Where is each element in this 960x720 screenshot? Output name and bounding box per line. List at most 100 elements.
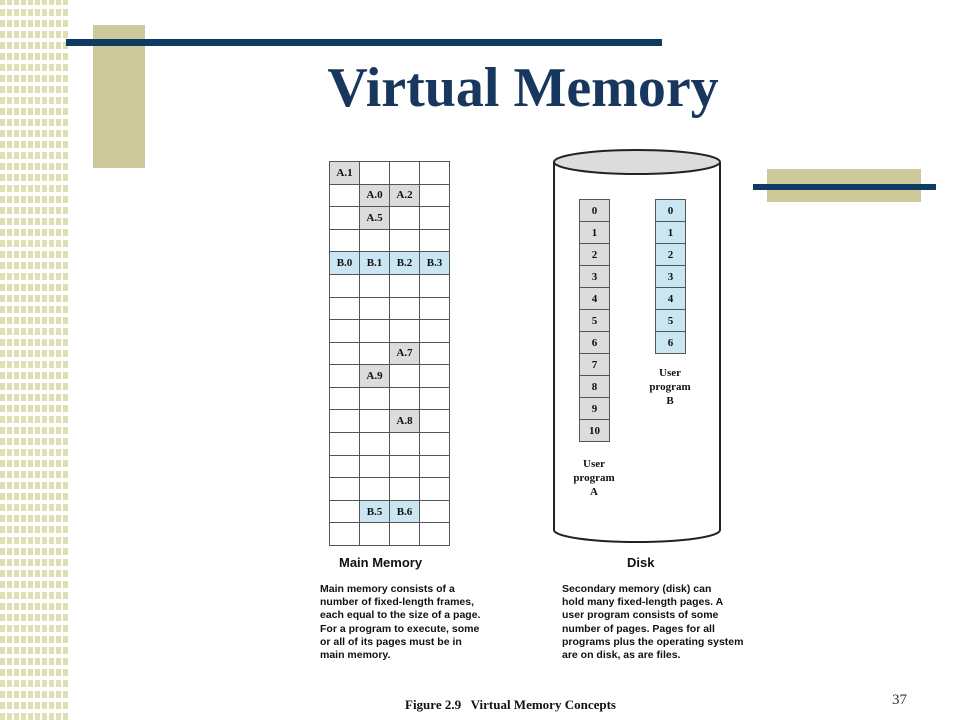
memory-frame-empty [360,387,390,411]
memory-frame-empty [330,410,360,434]
memory-frame-empty [390,523,420,546]
program-b-label-line: User [659,367,681,379]
memory-frame-a-9: A.9 [360,365,390,388]
memory-frame-empty [390,455,420,479]
main-memory-description-line: number of fixed-length frames, [320,596,475,609]
program_a-page-3: 3 [580,266,609,288]
program_a-page-0: 0 [580,200,609,222]
memory-frame-empty [390,274,420,298]
memory-frame-empty [360,342,390,366]
disk-description-line: Secondary memory (disk) can [562,583,712,595]
program_b-page-0: 0 [656,200,685,222]
program-a-label-line: A [590,486,598,498]
memory-frame-a-1: A.1 [330,162,360,185]
program-a-label-line: User [583,458,605,470]
program_b-page-4: 4 [656,288,685,310]
memory-frame-empty [330,500,360,524]
memory-frame-empty [420,297,450,321]
program_a-page-6: 6 [580,332,609,354]
memory-frame-a-7: A.7 [390,342,420,366]
memory-frame-empty [390,229,420,253]
disk-description-line: number of pages. Pages for all [562,622,715,635]
memory-frame-empty [330,297,360,321]
memory-frame-empty [390,162,420,185]
memory-frame-b-5: B.5 [360,500,390,524]
main-memory-label: Main Memory [339,555,423,570]
memory-frame-empty [330,229,360,253]
memory-frame-a-5: A.5 [360,207,390,230]
memory-frame-empty [420,184,450,208]
memory-frame-empty [420,455,450,479]
decorative-bar-top [66,39,662,46]
memory-frame-empty [330,387,360,411]
memory-frame-empty [420,387,450,411]
memory-frame-empty [420,523,450,546]
memory-frame-a-2: A.2 [390,184,420,208]
memory-frame-empty [420,229,450,253]
program-a-label-line: program [573,472,615,484]
decorative-block-left [93,25,145,168]
memory-frame-empty [390,297,420,321]
memory-frame-empty [420,320,450,343]
program_b-page-2: 2 [656,244,685,266]
program_a-page-10: 10 [580,420,609,442]
disk-description-line: user program consists of some [562,609,719,622]
memory-frame-empty [330,184,360,208]
memory-frame-empty [360,297,390,321]
memory-frame-empty [390,387,420,411]
program_a-page-8: 8 [580,376,609,398]
memory-frame-empty [360,523,390,546]
memory-frame-empty [420,274,450,298]
program_b-page-5: 5 [656,310,685,332]
memory-frame-empty [330,433,360,456]
memory-frame-empty [360,274,390,298]
program_b-page-1: 1 [656,222,685,244]
memory-frame-empty [330,455,360,479]
main-memory-description-line: or all of its pages must be in [320,635,462,648]
memory-frame-empty [330,365,360,388]
memory-frame-empty [360,433,390,456]
main-memory-description-line: Main memory consists of a [320,583,455,595]
memory-frame-a-0: A.0 [360,184,390,208]
memory-frame-empty [360,320,390,343]
memory-frame-empty [360,229,390,253]
memory-frame-empty [390,433,420,456]
slide-title: Virtual Memory [327,57,719,119]
memory-frame-empty [390,365,420,388]
memory-frame-empty [330,320,360,343]
memory-frame-b-3: B.3 [420,252,450,275]
program_b-page-3: 3 [656,266,685,288]
disk-description-line: hold many fixed-length pages. A [562,596,724,609]
memory-frame-b-2: B.2 [390,252,420,275]
memory-frame-empty [330,478,360,501]
figure-caption: Figure 2.9 Virtual Memory Concepts [405,697,616,712]
memory-frame-empty [360,162,390,185]
page-number: 37 [892,692,907,708]
memory-frame-empty [330,523,360,546]
disk-label: Disk [627,555,655,570]
program_a-page-9: 9 [580,398,609,420]
memory-frame-empty [330,207,360,230]
memory-frame-empty [360,455,390,479]
memory-frame-empty [390,320,420,343]
memory-frame-empty [420,342,450,366]
program_b-page-6: 6 [656,332,685,354]
memory-frame-empty [420,410,450,434]
main-memory-description-line: For a program to execute, some [320,622,480,635]
memory-frame-empty [330,274,360,298]
memory-frame-empty [330,342,360,366]
disk-description-line: are on disk, as are files. [562,649,681,662]
program-b-label-line: program [649,381,691,393]
program_a-page-7: 7 [580,354,609,376]
memory-frame-empty [420,478,450,501]
decorative-checker-strip [0,0,68,720]
memory-frame-empty [420,365,450,388]
memory-frame-b-0: B.0 [330,252,360,275]
memory-frame-b-1: B.1 [360,252,390,275]
